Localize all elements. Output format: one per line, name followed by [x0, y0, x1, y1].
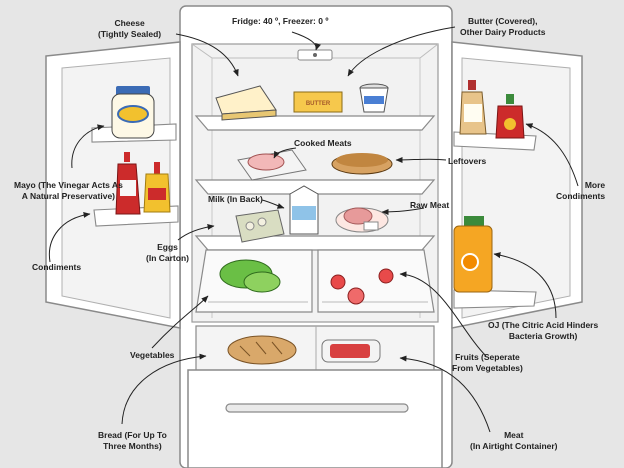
cheese-icon: [215, 85, 277, 121]
bread-icon: [227, 335, 297, 365]
label-raw-meat: Raw Meat: [410, 200, 450, 210]
yogurt-cup-icon: [359, 83, 389, 113]
freezer-handle: [225, 403, 409, 413]
label-mayo: Mayo (The Vinegar Acts As A Natural Pres…: [14, 180, 123, 201]
label-vegetables: Vegetables: [130, 350, 175, 360]
egg-carton-icon: [235, 209, 285, 243]
label-cooked-meats: Cooked Meats: [294, 138, 352, 148]
freezer-drawer: [187, 369, 443, 468]
milk-carton-icon: [289, 185, 319, 235]
label-condiments: Condiments: [32, 262, 82, 272]
orange-juice-icon: [453, 216, 493, 293]
mustard-bottle-icon: [143, 162, 171, 213]
label-cheese: Cheese (Tightly Sealed): [98, 18, 162, 39]
vegetables-icon: [219, 259, 281, 293]
fruits-icon: [330, 268, 394, 305]
leftovers-dish-icon: [331, 153, 393, 175]
label-more-condiments: More Condiments: [556, 180, 606, 201]
butter-wrapper-text: BUTTER: [306, 101, 331, 107]
butter-icon: BUTTER: [293, 91, 343, 113]
label-temperatures: Fridge: 40 º, Freezer: 0 º: [232, 16, 329, 26]
shelf-top: [194, 115, 436, 131]
ketchup-bottle-icon: [115, 152, 141, 215]
callout-arrows: [48, 26, 579, 433]
mayo-jar-icon: [111, 86, 155, 139]
label-meat: Meat (In Airtight Container): [470, 430, 558, 451]
shelf-middle: [194, 179, 436, 195]
hot-sauce-bottle-icon: [495, 94, 525, 139]
label-butter: Butter (Covered), Other Dairy Products: [460, 16, 546, 37]
dressing-bottle-icon: [459, 80, 487, 135]
label-milk: Milk (In Back): [208, 194, 263, 204]
raw-meat-tray-icon: [335, 207, 389, 233]
label-fruits: Fruits (Seperate From Vegetables): [452, 352, 523, 373]
label-leftovers: Leftovers: [448, 156, 487, 166]
label-oj: OJ (The Citric Acid Hinders Bacteria Gro…: [488, 320, 599, 341]
label-eggs: Eggs (In Carton): [146, 242, 189, 263]
label-bread: Bread (For Up To Three Months): [98, 430, 167, 451]
shelf-lower: [194, 235, 436, 251]
meat-container-icon: [321, 339, 381, 363]
